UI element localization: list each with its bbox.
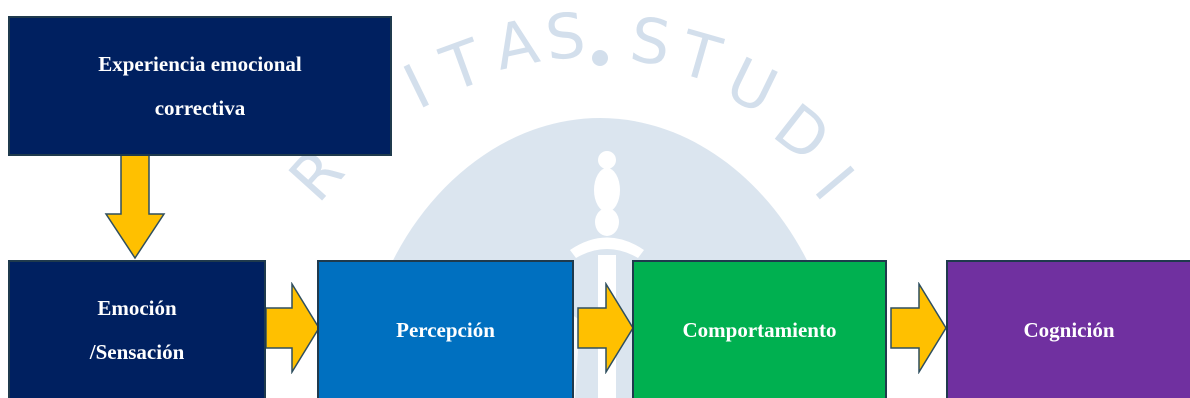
node-cognicion: Cognición <box>946 260 1190 398</box>
node-label: Cognición <box>1023 318 1115 342</box>
arrow-right-icon <box>265 282 320 374</box>
svg-text:D: D <box>761 89 844 176</box>
svg-text:I: I <box>801 153 869 214</box>
arrow-down-icon <box>104 153 166 260</box>
arrow-right-shape <box>577 282 634 374</box>
arrow-down-shape <box>104 153 166 260</box>
node-comportamiento: Comportamiento <box>632 260 887 398</box>
svg-text:T: T <box>671 16 730 97</box>
arrow-right-shape <box>265 282 320 374</box>
node-label: Comportamiento <box>682 318 837 342</box>
node-percepcion: Percepción <box>317 260 574 398</box>
node-emocion-sensacion: Emoción /Sensación <box>8 260 266 398</box>
arrow-right-shape <box>890 282 947 374</box>
svg-text:S: S <box>542 0 589 75</box>
svg-text:I: I <box>393 50 441 124</box>
svg-text:S: S <box>626 3 675 81</box>
svg-text:U: U <box>715 43 788 129</box>
node-label: Percepción <box>396 318 495 342</box>
node-label: Experiencia emocional correctiva <box>98 52 302 120</box>
node-experiencia-emocional-correctiva: Experiencia emocional correctiva <box>8 16 392 156</box>
svg-text:A: A <box>488 4 545 84</box>
svg-text:T: T <box>431 24 494 106</box>
arrow-right-icon <box>890 282 947 374</box>
arrow-right-icon <box>577 282 634 374</box>
node-label: Emoción /Sensación <box>89 296 185 364</box>
